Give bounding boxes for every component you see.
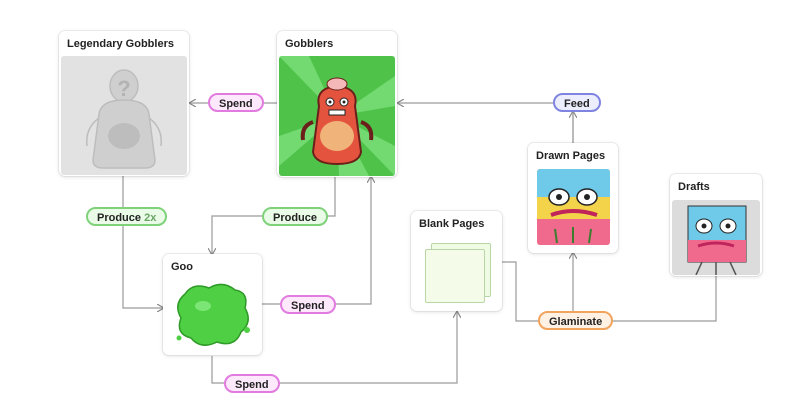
legendary-question-mark: ? [117, 76, 130, 101]
blank-pages-card[interactable]: Blank Pages [411, 211, 502, 311]
blank-pages-title: Blank Pages [419, 218, 485, 230]
drawn-page-art [537, 169, 610, 245]
spend-goo-to-pages-pill[interactable]: Spend [224, 374, 280, 393]
blank-page-front [425, 249, 485, 303]
produce-2x-pill[interactable]: Produce 2x [86, 207, 168, 226]
spend-to-legendary-pill[interactable]: Spend [208, 93, 264, 112]
feed-pill[interactable]: Feed [553, 93, 601, 112]
edge-blank-to-glaminate [502, 261, 541, 322]
legendary-gobbler-silhouette: ? [61, 56, 187, 175]
edge-spend-goo-to-gobblers [262, 177, 371, 305]
produce-2x-label: Produce [97, 212, 142, 224]
produce-pill[interactable]: Produce [262, 207, 329, 226]
gobbler-art [279, 56, 395, 176]
gobblers-card[interactable]: Gobblers [277, 31, 397, 177]
drafts-title: Drafts [678, 181, 710, 193]
edge-spend-goo-to-pages [211, 312, 457, 384]
glaminate-pill[interactable]: Glaminate [538, 311, 614, 330]
spend-goo-to-gobblers-pill[interactable]: Spend [280, 295, 336, 314]
edge-drafts-to-glaminate [607, 276, 717, 322]
produce-multiplier: 2x [144, 212, 157, 224]
edge-produce-2x [122, 176, 163, 308]
gobblers-title: Gobblers [285, 38, 334, 50]
drawn-pages-title: Drawn Pages [536, 150, 606, 162]
goo-title: Goo [171, 261, 193, 273]
drafts-card[interactable]: Drafts [670, 174, 762, 276]
goo-blob [173, 278, 253, 355]
draft-art [672, 200, 760, 275]
legendary-gobblers-card[interactable]: Legendary Gobblers ? [59, 31, 189, 176]
drawn-pages-card[interactable]: Drawn Pages [528, 143, 618, 253]
legendary-gobblers-title: Legendary Gobblers [67, 38, 174, 50]
edge-feed [398, 103, 574, 143]
goo-card[interactable]: Goo [163, 254, 262, 355]
